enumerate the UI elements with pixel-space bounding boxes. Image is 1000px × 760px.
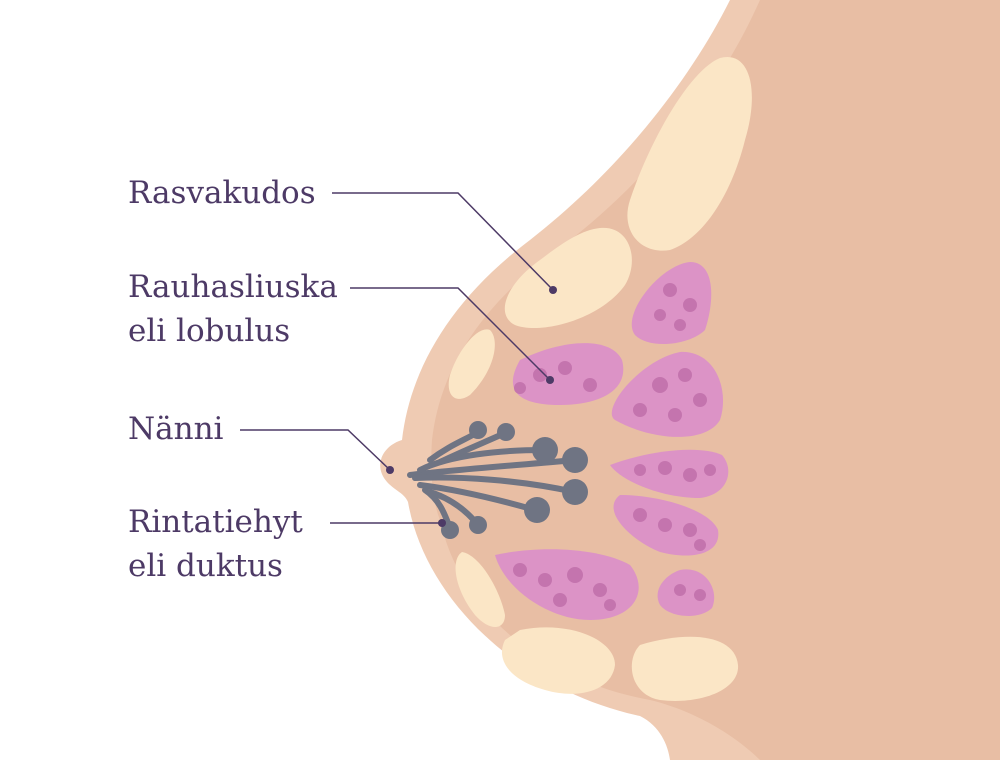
duct-ends (441, 421, 588, 539)
label-duct-line2: eli duktus (128, 548, 283, 584)
lobule-dots (513, 283, 716, 611)
leader-lines (240, 192, 554, 524)
leader-dots (386, 286, 557, 527)
label-lobule-line2: eli lobulus (128, 313, 291, 349)
label-nipple: Nänni (128, 411, 224, 447)
fat-tissue (448, 56, 752, 701)
label-fat-tissue: Rasvakudos (128, 175, 316, 211)
label-duct-line1: Rintatiehyt (128, 504, 303, 540)
label-lobule-line1: Rauhasliuska (128, 269, 338, 305)
